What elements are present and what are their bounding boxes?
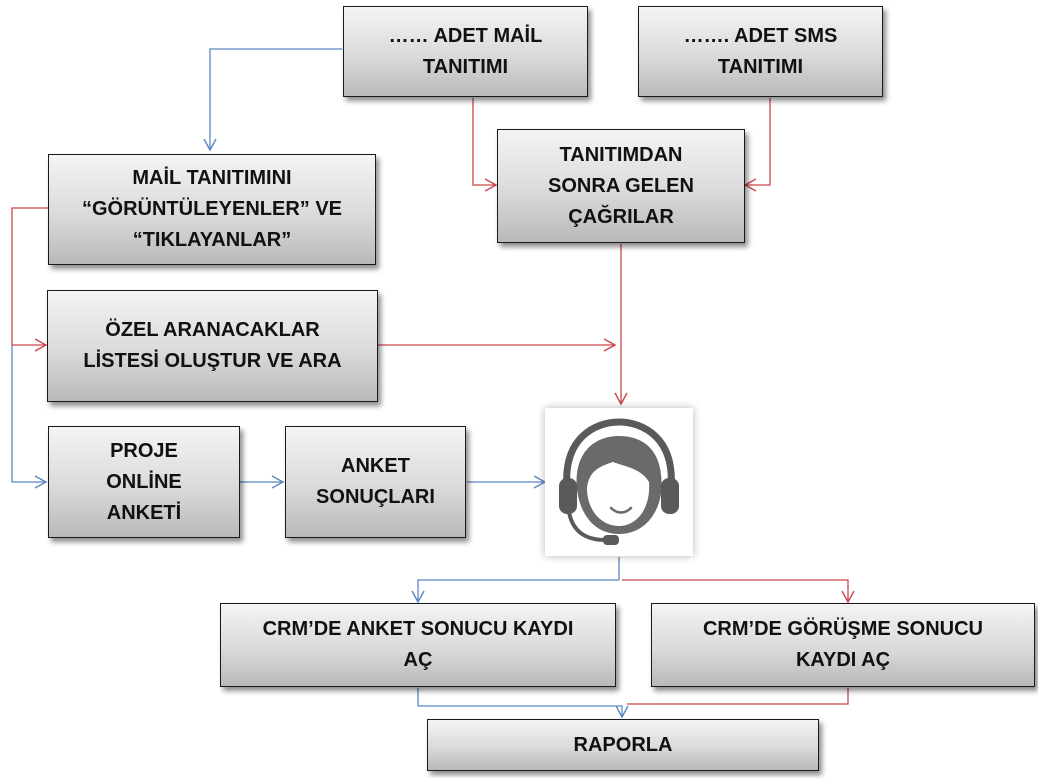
face (587, 462, 650, 526)
sms-promo-box: ……. ADET SMS TANITIMI (638, 6, 883, 97)
calls-after-promo-box: TANITIMDAN SONRA GELEN ÇAĞRILAR (497, 129, 745, 243)
headset-band (563, 418, 675, 492)
left-ear-cup (559, 478, 577, 514)
connector-crm-survey-to-report (417, 688, 629, 719)
connector-viewers-to-list (11, 207, 48, 352)
connector-mail-to-calls (472, 98, 498, 192)
crm-call-record-box: CRM’DE GÖRÜŞME SONUCU KAYDI AÇ (651, 603, 1035, 687)
connector-crm-call-to-report (627, 688, 849, 705)
connector-agent-to-crm-survey (411, 557, 620, 604)
mail-promo-box: …… ADET MAİL TANITIMI (343, 6, 588, 97)
crm-survey-record-box: CRM’DE ANKET SONUCU KAYDI AÇ (220, 603, 616, 687)
mic-boom (567, 510, 607, 542)
smile (609, 506, 633, 514)
connector-viewers-to-survey (11, 345, 48, 489)
call-center-agent-icon (545, 408, 693, 556)
mail-viewers-box: MAİL TANITIMINI “GÖRÜNTÜLEYENLER” VE “TI… (48, 154, 376, 265)
right-ear-cup (661, 478, 679, 514)
survey-results-box: ANKET SONUÇLARI (285, 426, 466, 538)
connector-sms-to-calls (743, 98, 771, 192)
connector-mail-to-viewers (203, 48, 342, 152)
special-call-list-box: ÖZEL ARANACAKLAR LİSTESİ OLUŞTUR VE ARA (47, 290, 378, 402)
report-box: RAPORLA (427, 719, 819, 771)
mic-head (603, 535, 619, 545)
connector-agent-to-crm-call (622, 579, 855, 604)
online-survey-box: PROJE ONLİNE ANKETİ (48, 426, 240, 538)
